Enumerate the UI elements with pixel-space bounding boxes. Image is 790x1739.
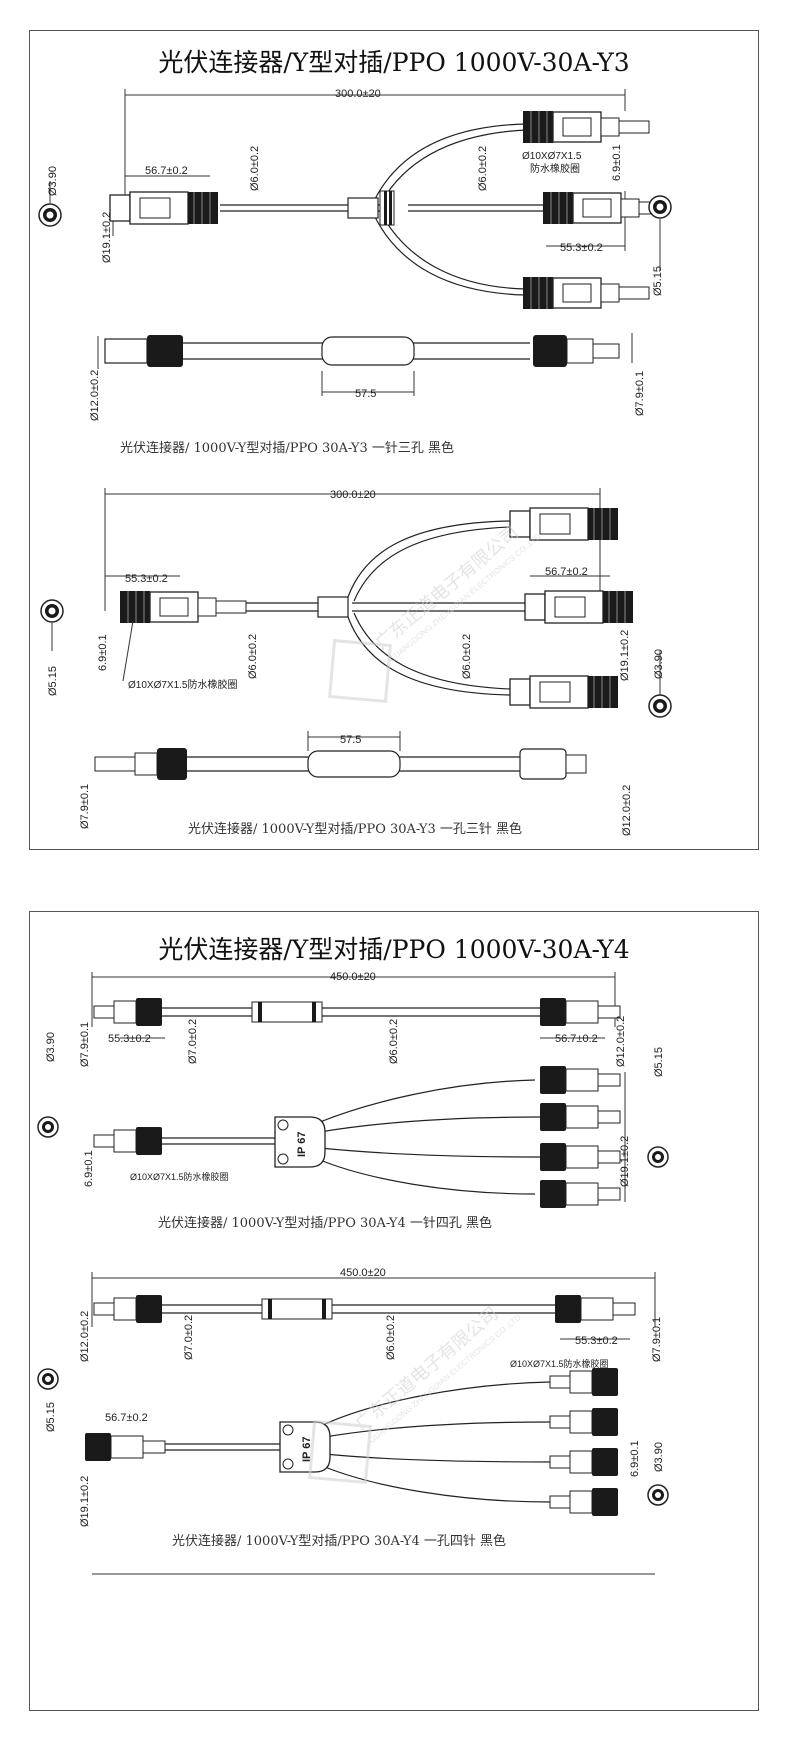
dim-bot-left-conn: 55.3±0.2	[125, 573, 168, 585]
y4-c-cable-a: Ø7.0±0.2	[183, 1315, 195, 1360]
dim-bot-cable-a: Ø6.0±0.2	[247, 634, 259, 679]
panel-title: 光伏连接器/Y型对插/PPO 1000V-30A-Y4	[158, 935, 630, 964]
y4-a-left-dia: Ø7.9±0.1	[79, 1022, 91, 1067]
dim-left-face: Ø3.90	[47, 166, 59, 196]
y4-d-gasket: Ø10XØ7X1.5防水橡胶圈	[510, 1358, 609, 1369]
dim-bot-left-side: 6.9±0.1	[97, 634, 109, 671]
y4-a-left-conn: 55.3±0.2	[108, 1033, 151, 1045]
dim-cable-b: Ø6.0±0.2	[477, 146, 489, 191]
dim-bot-overall: 300.0±20	[330, 489, 376, 501]
gasket-note-2: 防水橡胶圈	[530, 162, 580, 175]
svg-text:广东正道电子有限公司: 广东正道电子有限公司	[351, 1303, 502, 1434]
y4-d-left-dia: Ø19.1±0.2	[79, 1476, 91, 1527]
svg-text:广东正道电子有限公司: 广东正道电子有限公司	[371, 522, 522, 653]
y4-drawing: IP 67 IP 67	[37, 971, 669, 1575]
dim-left-dia: Ø19.1±0.2	[101, 212, 113, 263]
dim-overall: 300.0±20	[335, 88, 381, 100]
hub-label: IP 67	[296, 1132, 308, 1158]
y4-d-right-face: Ø3.90	[653, 1442, 665, 1472]
gasket-note-1: Ø10XØ7X1.5	[522, 151, 582, 162]
dim-side2-left: Ø7.9±0.1	[79, 784, 91, 829]
panel-y3: 光伏连接器/Y型对插/PPO 1000V-30A-Y3	[29, 30, 759, 850]
dim-right-conn: 55.3±0.2	[560, 242, 603, 254]
y4-c-overall: 450.0±20	[340, 1267, 386, 1279]
y4-b-gasket: Ø10XØ7X1.5防水橡胶圈	[130, 1171, 229, 1182]
y4-a-cable-b: Ø6.0±0.2	[388, 1019, 400, 1064]
dim-bot-right-dia: Ø19.1±0.2	[619, 630, 631, 681]
y4-c-left-dia: Ø12.0±0.2	[79, 1311, 91, 1362]
hub-label-d: IP 67	[301, 1437, 313, 1463]
dim-bot-right-conn: 56.7±0.2	[545, 566, 588, 578]
y4-a-overall: 450.0±20	[330, 971, 376, 983]
y3-drawing: 300.0±20 56.7±0.2 Ø6.0±0.2 Ø6.0±0.2 Ø19.…	[38, 88, 672, 836]
dim-side1-left: Ø12.0±0.2	[89, 370, 101, 421]
y4-a-right-face: Ø5.15	[653, 1047, 665, 1077]
panel-title: 光伏连接器/Y型对插/PPO 1000V-30A-Y3	[158, 48, 630, 77]
caption-y3-b: 光伏连接器/ 1000V-Y型对插/PPO 30A-Y3 一孔三针 黑色	[188, 822, 523, 837]
panel-y4: 光伏连接器/Y型对插/PPO 1000V-30A-Y4	[29, 911, 759, 1711]
y4-d-left-conn: 56.7±0.2	[105, 1412, 148, 1424]
dim-right-side: 6.9±0.1	[611, 144, 623, 181]
y4-c-left-face: Ø5.15	[45, 1402, 57, 1432]
y4-b-side: 6.9±0.1	[83, 1150, 95, 1187]
dim-bot-right-face: Ø3.90	[653, 649, 665, 679]
dim-side2-right: Ø12.0±0.2	[621, 785, 633, 836]
y4-c-cable-b: Ø6.0±0.2	[385, 1315, 397, 1360]
dim-left-conn: 56.7±0.2	[145, 165, 188, 177]
y4-b-right-dia: Ø19.1±0.2	[619, 1136, 631, 1187]
dim-side1-mid: 57.5	[355, 388, 376, 400]
caption-y4-b: 光伏连接器/ 1000V-Y型对插/PPO 30A-Y4 一孔四针 黑色	[172, 1534, 507, 1549]
y4-a-left-face: Ø3.90	[45, 1032, 57, 1062]
y4-d-right-side: 6.9±0.1	[629, 1440, 641, 1477]
dim-right-face: Ø5.15	[652, 266, 664, 296]
dim-bot-cable-b: Ø6.0±0.2	[461, 634, 473, 679]
dim-side1-right: Ø7.9±0.1	[634, 371, 646, 416]
caption-y3-a: 光伏连接器/ 1000V-Y型对插/PPO 30A-Y3 一针三孔 黑色	[120, 441, 455, 456]
y4-a-right-conn: 56.7±0.2	[555, 1033, 598, 1045]
dim-cable-a: Ø6.0±0.2	[249, 146, 261, 191]
y4-c-right-dia: Ø7.9±0.1	[651, 1317, 663, 1362]
dim-side2-mid: 57.5	[340, 734, 361, 746]
y4-c-right-conn: 55.3±0.2	[575, 1335, 618, 1347]
dim-bot-left-face: Ø5.15	[47, 666, 59, 696]
y4-a-right-dia: Ø12.0±0.2	[615, 1016, 627, 1067]
y4-a-cable-a: Ø7.0±0.2	[187, 1019, 199, 1064]
caption-y4-a: 光伏连接器/ 1000V-Y型对插/PPO 30A-Y4 一针四孔 黑色	[158, 1216, 493, 1231]
bot-gasket-note: Ø10XØ7X1.5防水橡胶圈	[128, 678, 237, 691]
